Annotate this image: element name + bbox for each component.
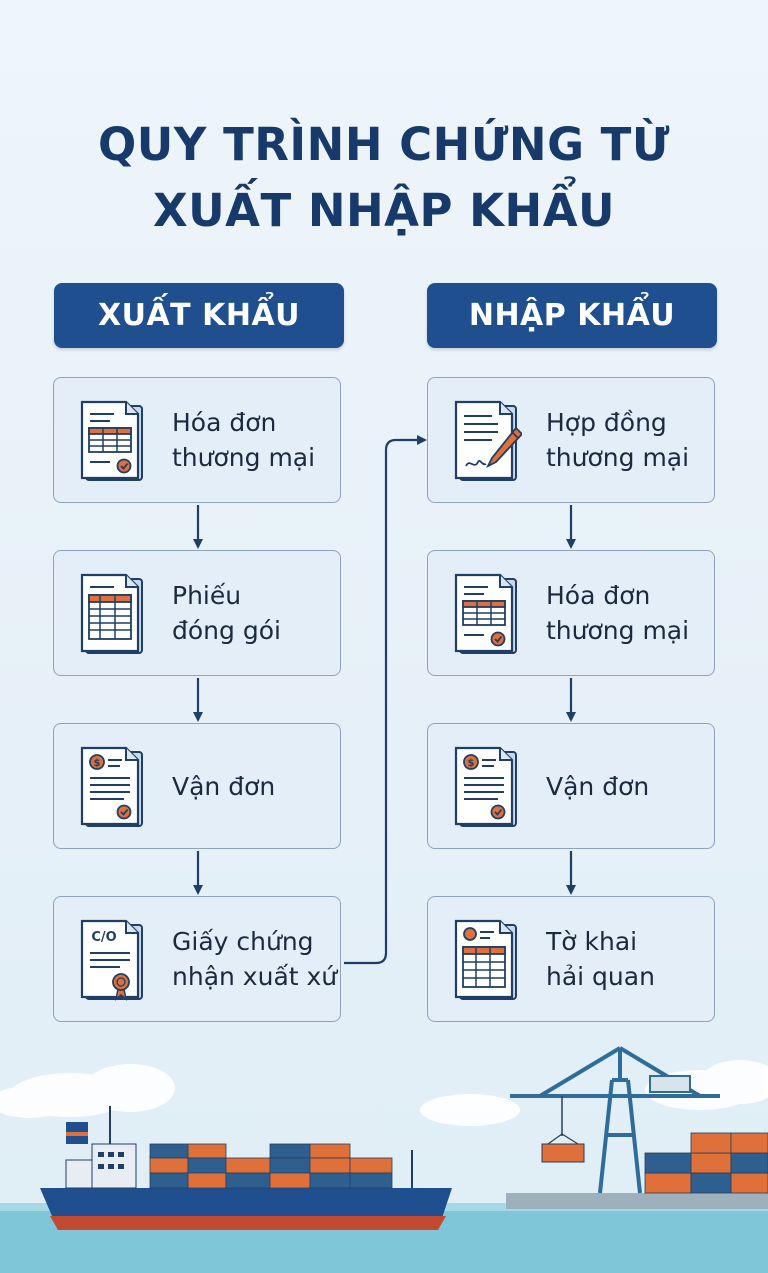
page-title-line1: QUY TRÌNH CHỨNG TỪ — [98, 118, 670, 171]
export-column-header: XUẤT KHẨU — [54, 283, 344, 348]
arrow-export-to-import — [344, 435, 427, 965]
step-label: Phiếu đóng gói — [172, 551, 281, 675]
step-label-line1: Vận đơn — [546, 771, 650, 801]
contract-icon — [454, 400, 522, 481]
step-label: Tờ khai hải quan — [546, 897, 655, 1021]
certificate-of-origin-icon: C/O — [80, 919, 143, 1001]
svg-text:$: $ — [94, 758, 101, 769]
step-label-line1: Hợp đồng — [546, 408, 667, 437]
import-step-commercial-invoice: Hóa đơn thương mại — [427, 550, 715, 676]
step-label-line1: Hóa đơn — [172, 408, 277, 437]
page-title-line2: XUẤT NHẬP KHẨU — [152, 184, 616, 237]
export-step-commercial-invoice: Hóa đơn thương mại — [53, 377, 341, 503]
invoice-icon — [454, 573, 517, 654]
step-label: Hợp đồng thương mại — [546, 378, 689, 502]
step-label-line2: nhận xuất xứ — [172, 962, 338, 991]
step-label-line1: Tờ khai — [546, 927, 638, 956]
step-label-line1: Hóa đơn — [546, 581, 651, 610]
co-icon-text: C/O — [91, 930, 116, 945]
import-column-header: NHẬP KHẨU — [427, 283, 717, 348]
bill-of-lading-icon: $ — [80, 746, 143, 827]
step-label: Vận đơn — [172, 724, 275, 848]
container-ship — [40, 1106, 452, 1230]
import-step-bill-of-lading: $ Vận đơn — [427, 723, 715, 849]
step-label: Giấy chứng nhận xuất xứ — [172, 897, 337, 1021]
packing-list-icon — [80, 573, 143, 654]
import-step-commercial-contract: Hợp đồng thương mại — [427, 377, 715, 503]
step-label-line2: thương mại — [172, 443, 316, 472]
customs-declaration-icon — [454, 919, 517, 1000]
page-title: QUY TRÌNH CHỨNG TỪ XUẤT NHẬP KHẨU — [0, 112, 768, 244]
clouds — [0, 1060, 768, 1126]
step-label-line1: Vận đơn — [172, 771, 276, 801]
bill-of-lading-icon: $ — [454, 746, 517, 827]
step-label-line2: thương mại — [546, 616, 690, 645]
hanging-container — [541, 1143, 585, 1163]
export-step-certificate-of-origin: C/O Giấy chứng nhận xuất xứ — [53, 896, 341, 1022]
step-label-line2: hải quan — [546, 962, 655, 991]
step-label-line1: Phiếu — [172, 581, 242, 610]
step-label: Vận đơn — [546, 724, 649, 848]
step-label: Hóa đơn thương mại — [546, 551, 689, 675]
export-step-packing-list: Phiếu đóng gói — [53, 550, 341, 676]
dock — [506, 1193, 768, 1209]
svg-text:$: $ — [468, 758, 475, 769]
step-label-line2: thương mại — [546, 443, 690, 472]
export-step-bill-of-lading: $ Vận đơn — [53, 723, 341, 849]
dock-containers — [644, 1132, 768, 1194]
port-scene-illustration — [0, 1046, 768, 1273]
step-label: Hóa đơn thương mại — [172, 378, 315, 502]
invoice-icon — [80, 400, 143, 481]
step-label-line1: Giấy chứng — [172, 927, 314, 956]
step-label-line2: đóng gói — [172, 616, 281, 645]
import-step-customs-declaration: Tờ khai hải quan — [427, 896, 715, 1022]
